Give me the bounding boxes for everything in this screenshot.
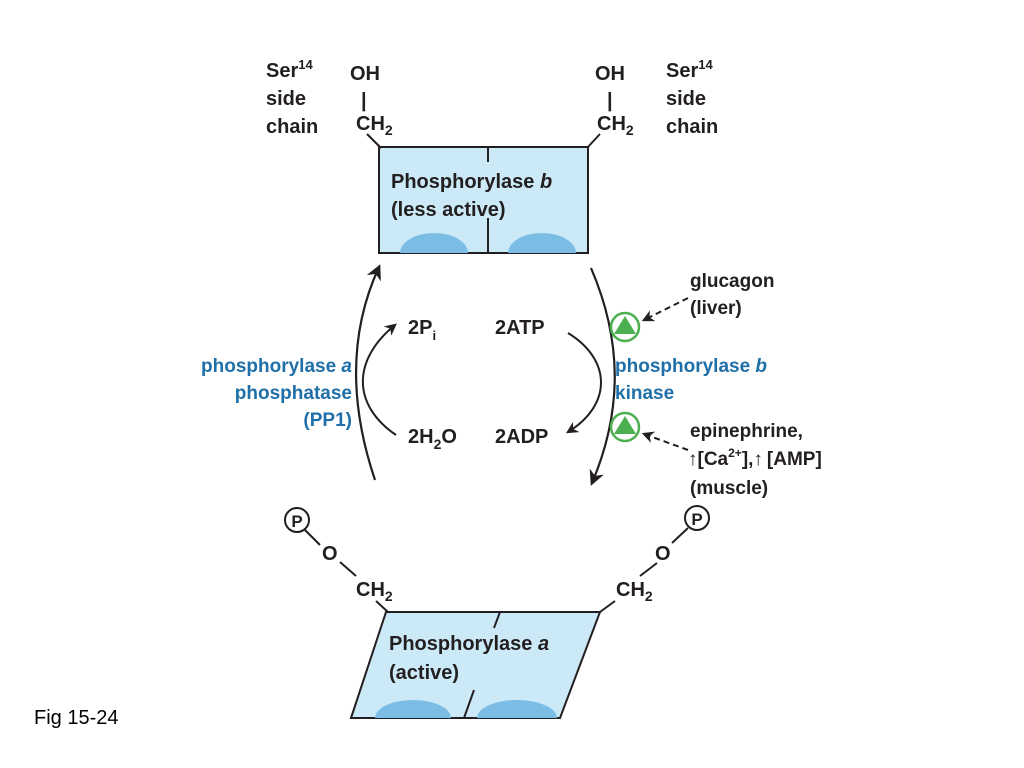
side-label-left: side — [266, 88, 306, 110]
water-to-phosphate-arrow — [362, 323, 397, 436]
phosphatase-line-1: phosphorylase a — [201, 356, 352, 377]
phosphatase-label: phosphorylase a phosphatase (PP1) — [201, 356, 352, 431]
methylene-right: CH2 — [597, 113, 634, 138]
ser-label-right: Ser14 — [666, 57, 713, 82]
phosphorylase-b-box: Phosphorylase b (less active) — [378, 146, 589, 254]
methylene-bottom-left: CH2 — [356, 579, 393, 604]
ser-label-left: Ser14 — [266, 57, 313, 82]
phosphate-symbol: P — [291, 512, 302, 531]
bond-left: | — [361, 90, 367, 112]
epinephrine-label: epinephrine, — [690, 421, 803, 442]
binding-lobe-left — [375, 700, 451, 718]
figure-caption: Fig 15-24 — [34, 707, 119, 729]
phosphorylase-a-state: (active) — [389, 662, 459, 684]
phosphoserine-left: P O CH2 — [284, 507, 393, 613]
phosphate-circle-icon — [684, 505, 710, 531]
hydroxyl-right: OH — [595, 63, 625, 85]
phosphate-symbol: P — [691, 510, 702, 529]
atp-reactant: 2ATP — [495, 317, 545, 339]
binding-lobe-right — [477, 700, 557, 718]
phosphorylase-a-box: Phosphorylase a (active) — [349, 611, 602, 719]
activator-icon — [609, 311, 641, 343]
chain-label-left: chain — [266, 116, 318, 138]
ca-amp-label: ↑[Ca2+],↑[AMP] — [688, 446, 822, 470]
kinase-line-2: kinase — [615, 383, 674, 404]
phosphorylase-b-name: Phosphorylase b — [391, 171, 552, 193]
atp-to-adp-arrow — [565, 332, 602, 434]
phosphorylation-arrow — [589, 267, 616, 486]
oxygen-right: O — [655, 543, 671, 565]
ser14-side-chain-left: Ser14 side chain OH | CH2 — [266, 57, 393, 149]
adp-product: 2ADP — [495, 426, 548, 448]
phosphorylase-b-state: (less active) — [391, 199, 506, 221]
kinase-label: phosphorylase b kinase — [615, 356, 767, 404]
water-reactant: 2H2O — [408, 426, 457, 452]
chain-label-right: chain — [666, 116, 718, 138]
phosphate-circle-icon — [284, 507, 310, 533]
kinase-line-1: phosphorylase b — [615, 356, 767, 377]
glucagon-dashed-arrow — [641, 297, 689, 322]
binding-lobe-right — [508, 233, 576, 253]
side-label-right: side — [666, 88, 706, 110]
methylene-left: CH2 — [356, 113, 393, 138]
glucagon-label: glucagon — [690, 271, 774, 292]
muscle-label: (muscle) — [690, 478, 768, 499]
bond-right: | — [607, 90, 613, 112]
methylene-bottom-right: CH2 — [616, 579, 653, 604]
phosphorylase-a-name: Phosphorylase a — [389, 633, 549, 655]
activator-icon — [609, 411, 641, 443]
phosphatase-line-3: (PP1) — [303, 410, 352, 431]
binding-lobe-left — [400, 233, 468, 253]
phosphatase-line-2: phosphatase — [235, 383, 352, 404]
phosphate-product: 2Pi — [408, 317, 436, 343]
liver-label: (liver) — [690, 298, 742, 319]
ser14-side-chain-right: OH | CH2 Ser14 side chain — [586, 57, 718, 149]
oxygen-left: O — [322, 543, 338, 565]
epinephrine-dashed-arrow — [641, 431, 689, 451]
dephosphorylation-arrow — [354, 264, 381, 481]
phosphoserine-right: P O CH2 — [599, 505, 710, 613]
hydroxyl-left: OH — [350, 63, 380, 85]
